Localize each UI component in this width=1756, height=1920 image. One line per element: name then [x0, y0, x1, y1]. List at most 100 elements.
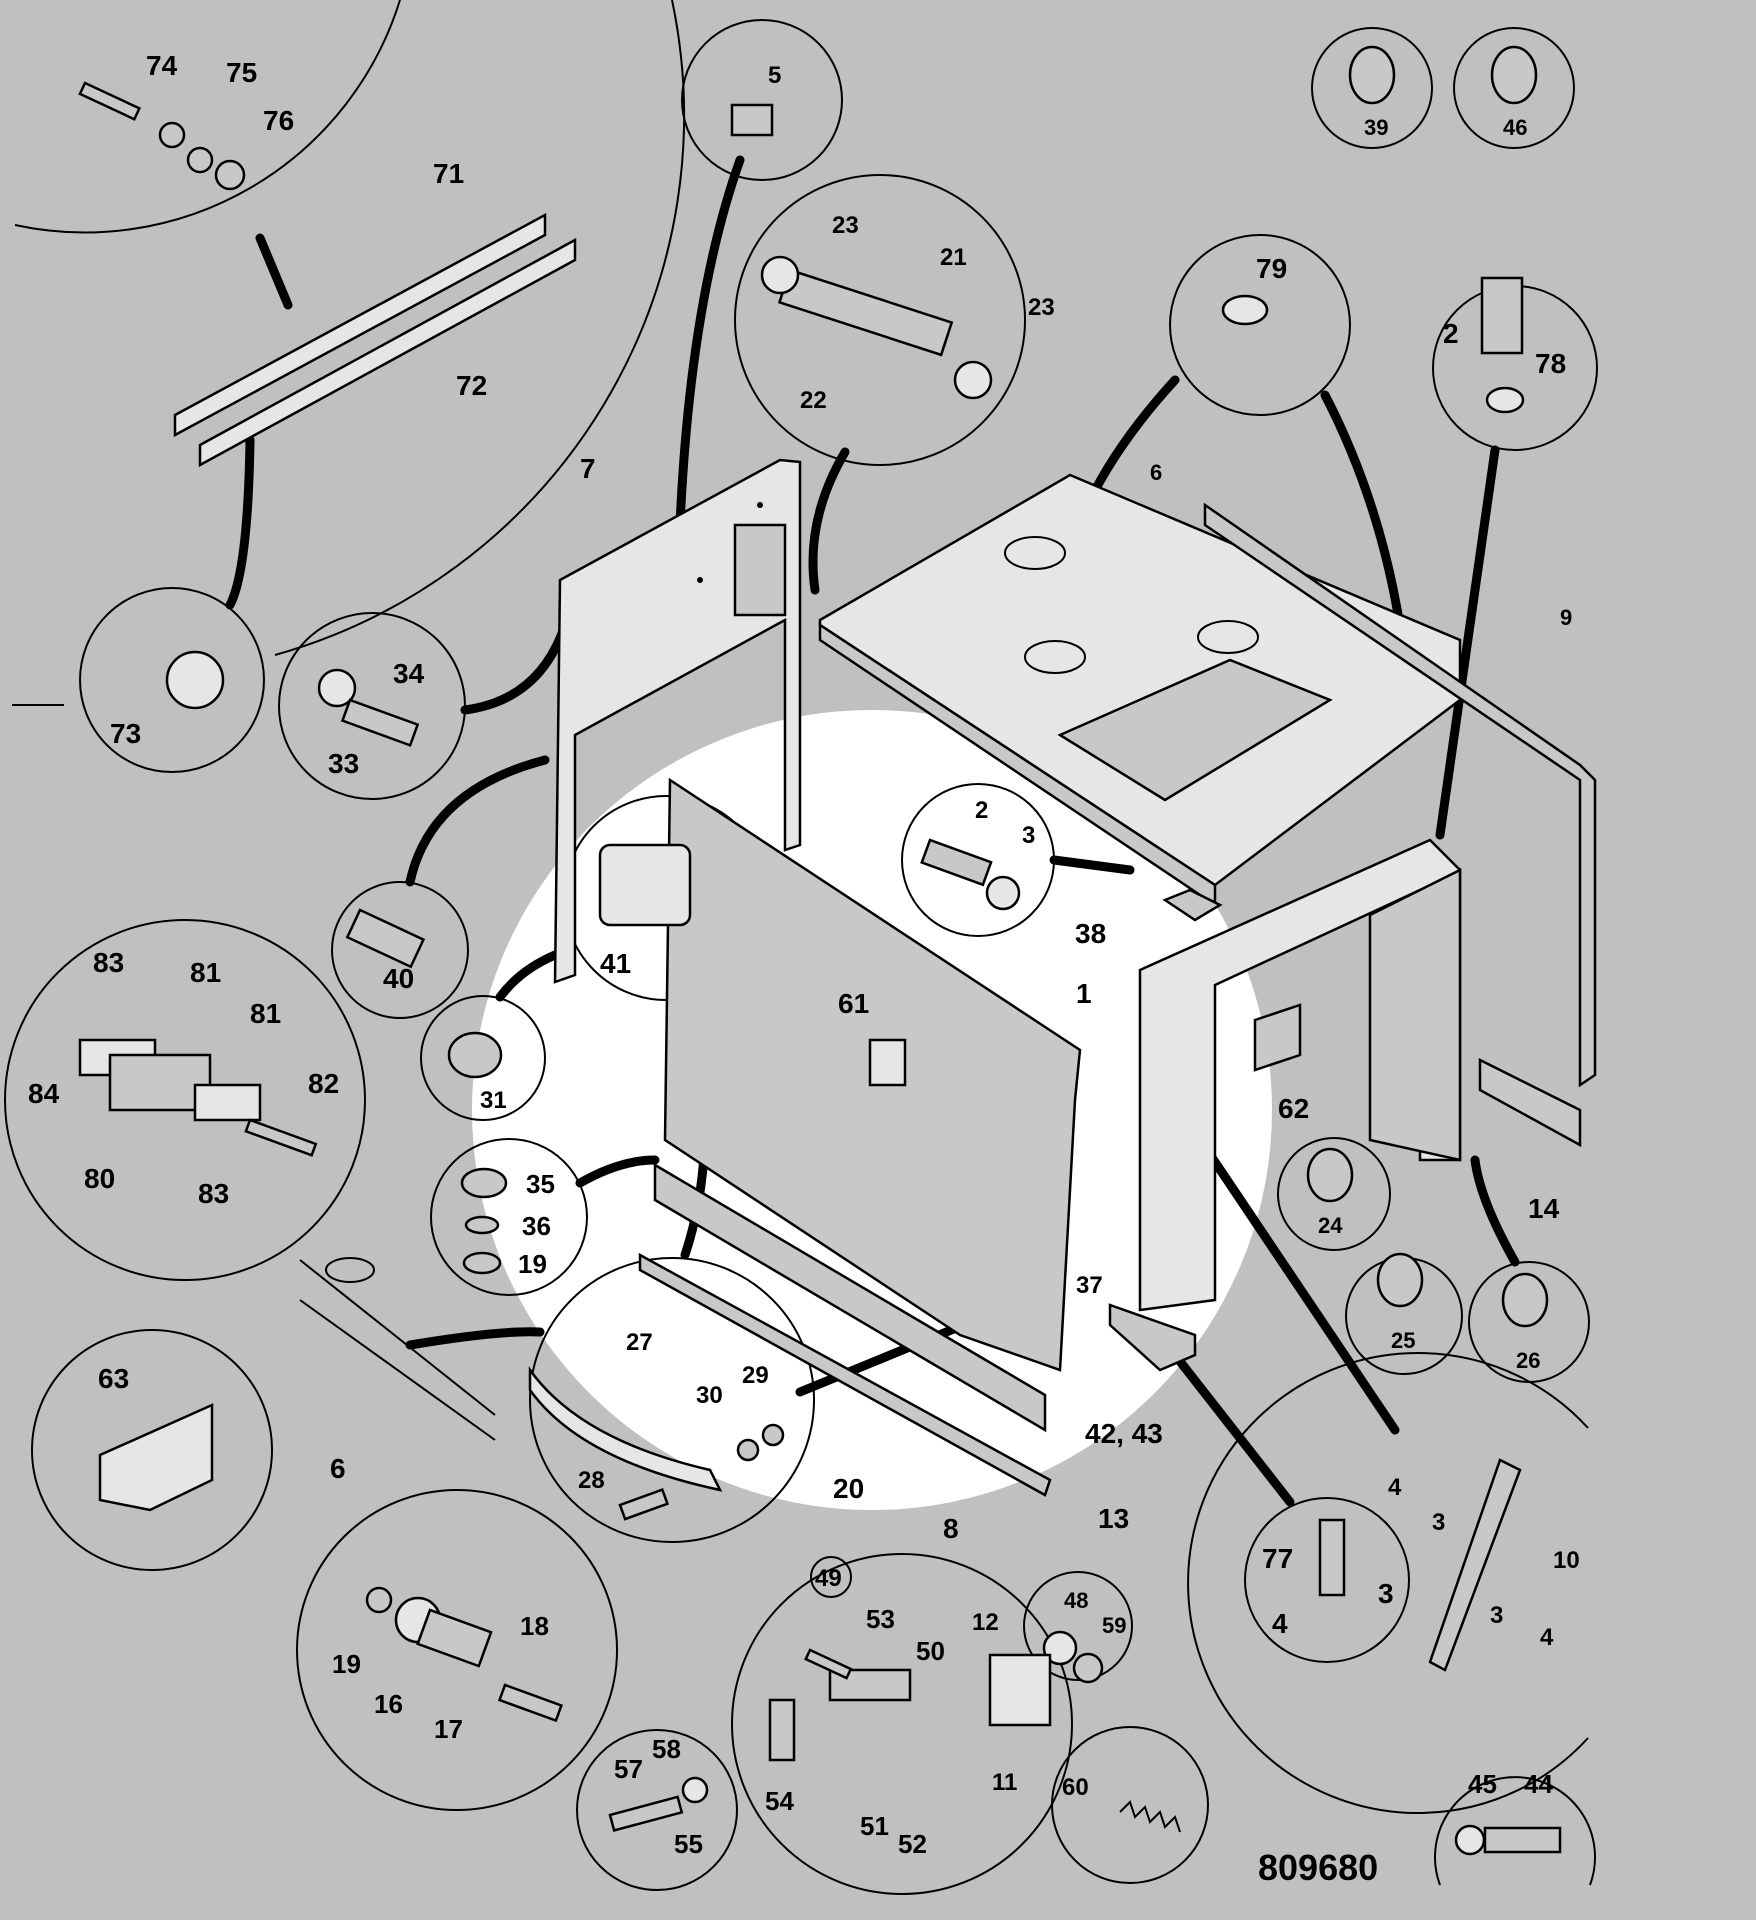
part-9-rail [1203, 502, 1597, 1088]
callout-59: 59 [1102, 1613, 1126, 1638]
rivet-79 [1221, 294, 1269, 326]
part-14-rail [1478, 1057, 1582, 1148]
bolt-40 [345, 908, 426, 969]
nut-19-b [365, 1586, 393, 1614]
callout-3-mid: 3 [1022, 822, 1035, 849]
callout-4-77: 4 [1272, 1608, 1288, 1639]
drawing-number: 809680 [1258, 1847, 1378, 1888]
callout-10: 10 [1553, 1547, 1580, 1574]
callout-6-lower: 6 [330, 1453, 346, 1484]
callout-39: 39 [1364, 115, 1388, 140]
bracket-63 [98, 1403, 214, 1512]
detail-circle-40 [331, 881, 469, 1019]
callout-78: 78 [1535, 348, 1566, 379]
panel-hole-2 [1024, 640, 1086, 674]
spring-60 [1119, 1800, 1181, 1833]
detail-circle-39 [1311, 27, 1433, 149]
panel-insert [1057, 658, 1333, 802]
callout-76: 76 [263, 105, 294, 136]
part-71-strip [173, 212, 547, 438]
callout-2-top: 2 [1443, 318, 1459, 349]
detail-circle-5 [681, 19, 843, 181]
pin-53 [804, 1648, 853, 1680]
callout-54: 54 [765, 1786, 794, 1816]
callout-14: 14 [1528, 1193, 1560, 1224]
washer-34 [317, 668, 357, 708]
callout-40: 40 [383, 963, 414, 994]
spacer-17 [416, 1608, 493, 1668]
callout-9: 9 [1560, 605, 1572, 630]
rail-hole [325, 1257, 375, 1283]
callout-42-43: 42, 43 [1085, 1418, 1163, 1449]
callout-55: 55 [674, 1829, 703, 1859]
bolt-77 [1318, 1518, 1346, 1597]
detail-circle-27-30 [529, 1257, 815, 1543]
callout-20: 20 [833, 1473, 864, 1504]
detail-circle-44-45 [1434, 1776, 1596, 1886]
part-13-channel [653, 1162, 1047, 1433]
callout-3-lower: 3 [1490, 1602, 1503, 1629]
callout-80: 80 [84, 1163, 115, 1194]
leader-35 [575, 1155, 660, 1188]
callout-77: 77 [1262, 1543, 1293, 1574]
nut-59 [1072, 1652, 1104, 1684]
callout-72: 72 [456, 370, 487, 401]
detail-circle-16-19 [296, 1489, 618, 1811]
leader-6b [405, 1327, 545, 1350]
detail-circle-73 [79, 587, 265, 773]
detail-circle-33-34 [278, 612, 466, 800]
callout-34: 34 [393, 658, 425, 689]
leader-34 [460, 620, 570, 715]
pin-21 [777, 268, 954, 357]
clamp-80 [108, 1053, 212, 1112]
leader-79a [1085, 375, 1180, 505]
callout-50: 50 [916, 1636, 945, 1666]
callout-13: 13 [1098, 1503, 1129, 1534]
callout-23-right: 23 [1028, 294, 1055, 321]
stud-35 [460, 1167, 508, 1199]
bolt-57 [608, 1795, 684, 1832]
bolt-28 [618, 1488, 670, 1521]
callout-35: 35 [526, 1169, 555, 1199]
callout-16: 16 [374, 1689, 403, 1719]
callout-28: 28 [578, 1467, 605, 1494]
washer-36 [464, 1215, 500, 1235]
callout-58: 58 [652, 1734, 681, 1764]
callout-19-mid: 19 [518, 1249, 547, 1279]
leader-40 [405, 755, 550, 887]
cap-26 [1501, 1272, 1549, 1328]
callout-11: 11 [992, 1769, 1017, 1796]
label-41 [598, 843, 692, 927]
detail-circle-31 [420, 995, 546, 1121]
strut-10 [1428, 1458, 1522, 1672]
detail-circle-50-53 [731, 1553, 1073, 1895]
callout-7: 7 [580, 453, 596, 484]
detail-circle-35-36 [430, 1138, 588, 1296]
callout-22: 22 [800, 387, 827, 414]
part-73-button [165, 650, 225, 710]
detail-circle-55-58 [576, 1729, 738, 1891]
nut-29 [761, 1423, 785, 1447]
leader-31 [495, 950, 560, 1002]
part-6-rail-lower [299, 1259, 496, 1441]
callout-2-mid: 2 [975, 797, 988, 824]
callout-73: 73 [110, 718, 141, 749]
callout-33: 33 [328, 748, 359, 779]
link-27 [528, 1366, 723, 1492]
callout-3-right: 3 [1432, 1509, 1445, 1536]
callout-51: 51 [860, 1811, 889, 1841]
callout-30: 30 [696, 1382, 723, 1409]
callout-83-bottom: 83 [198, 1178, 229, 1209]
washer-23b [953, 360, 993, 400]
part-42-43-bracket [1108, 1303, 1197, 1372]
callout-37: 37 [1076, 1272, 1103, 1299]
callout-24: 24 [1318, 1213, 1343, 1238]
callout-60: 60 [1062, 1774, 1089, 1801]
washer-45 [1454, 1824, 1486, 1856]
leader-26 [1470, 1155, 1520, 1267]
callout-17: 17 [434, 1714, 463, 1744]
callout-38: 38 [1075, 918, 1106, 949]
callout-12: 12 [972, 1609, 999, 1636]
leader-73 [225, 435, 255, 610]
